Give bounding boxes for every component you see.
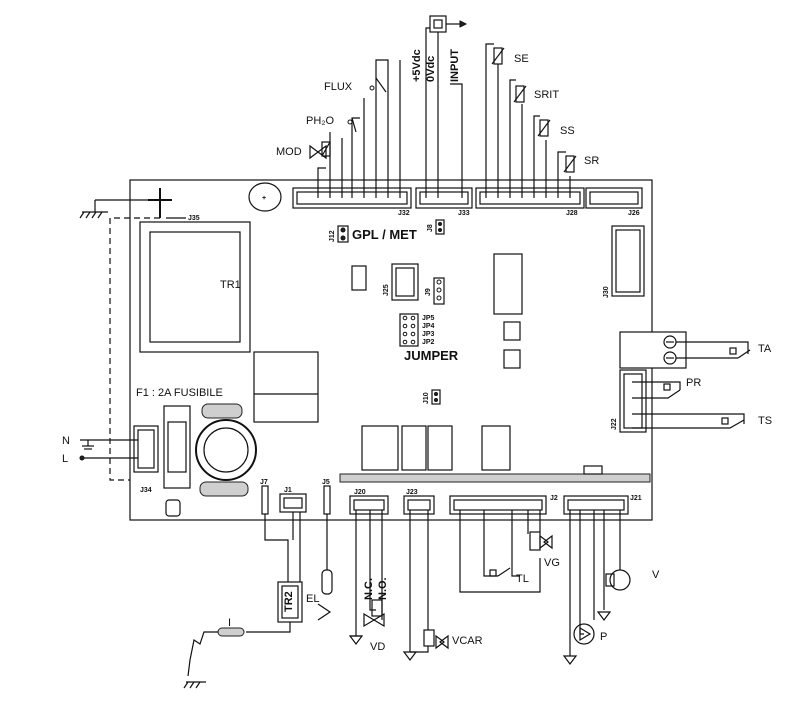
tl-label: TL <box>516 573 529 585</box>
sr-label: SR <box>584 155 599 167</box>
tr1-label: TR1 <box>220 279 241 291</box>
ph2o-label: PH₂O <box>306 115 335 127</box>
l-label: L <box>62 453 68 465</box>
connector-j2: J2 <box>449 495 558 593</box>
jp5-label: JP5 <box>422 315 435 322</box>
connector-j20: J20 <box>348 489 389 645</box>
vg-label: VG <box>544 557 560 569</box>
wires-j28 <box>485 43 577 198</box>
p-label: P <box>600 631 607 643</box>
j32-label: J32 <box>398 210 410 217</box>
chip-main <box>493 253 523 315</box>
connector-j9: J9 <box>425 277 445 305</box>
pr-label: PR <box>686 377 701 389</box>
j5-label: J5 <box>322 479 330 486</box>
earth-symbol-top: J35 <box>79 188 200 222</box>
tr2-label: TR2 <box>283 591 295 612</box>
j34-label: J34 <box>140 487 152 494</box>
connector-j23: J23 <box>402 489 449 661</box>
terminal-ta <box>619 331 751 369</box>
dashed-ground-line <box>109 217 160 481</box>
chip-small-2 <box>503 349 521 369</box>
connector-j7: J7 <box>260 479 269 515</box>
connector-j26: J26 <box>585 187 643 217</box>
jumper-j10: J10 <box>423 389 441 405</box>
ts-label: TS <box>758 415 772 427</box>
capacitor: + <box>248 182 282 212</box>
flux-label: FLUX <box>324 81 353 93</box>
connector-j21: J21 <box>562 495 642 665</box>
ta-label: TA <box>758 343 772 355</box>
jumper-j8: J8 <box>427 219 445 235</box>
relays-bottom <box>339 425 651 483</box>
connector-j33: J33 <box>415 187 473 217</box>
j20-label: J20 <box>354 489 366 496</box>
chip-small-1 <box>503 321 521 341</box>
fuse-f1 <box>163 405 191 489</box>
j22-label: J22 <box>611 418 618 430</box>
j21-label: J21 <box>630 495 642 502</box>
j7-label: J7 <box>260 479 268 486</box>
wires-j33 <box>425 15 468 198</box>
v-label: V <box>652 569 660 581</box>
vcar-label: VCAR <box>452 635 483 647</box>
j28-label: J28 <box>566 210 578 217</box>
wires-tr2 <box>183 512 333 689</box>
j12-label: J12 <box>329 230 336 242</box>
v5-label: +5Vdc <box>411 49 423 82</box>
jumper-j12: J12 <box>329 225 349 243</box>
input-label: INPUT <box>449 49 461 82</box>
j8-label: J8 <box>427 224 434 232</box>
j26-label: J26 <box>628 210 640 217</box>
mod-label: MOD <box>276 146 302 158</box>
ss-label: SS <box>560 125 575 137</box>
j25-label: J25 <box>383 284 390 296</box>
el-label: EL <box>306 593 319 605</box>
i-label: I <box>228 617 231 629</box>
connector-j22: J22 <box>611 369 745 433</box>
relay-block <box>253 351 319 423</box>
no-label: N.O. <box>377 577 389 600</box>
connector-j5: J5 <box>322 479 331 515</box>
j30-label: J30 <box>603 286 610 298</box>
jp3-label: JP3 <box>422 331 435 338</box>
j35-label: J35 <box>188 215 200 222</box>
chip-bottom-left <box>165 499 181 517</box>
j33-label: J33 <box>458 210 470 217</box>
svg-text:+: + <box>262 195 266 202</box>
n-label: N <box>62 435 70 447</box>
jumper-block <box>399 313 419 347</box>
transformer-tr1: TR1 <box>139 221 251 353</box>
nc-label: N.C. <box>363 578 375 600</box>
connector-j1: J1 <box>279 487 307 513</box>
vd-label: VD <box>370 641 385 653</box>
connector-j30: J30 <box>603 225 645 298</box>
coil-filter <box>195 403 257 497</box>
j1-label: J1 <box>284 487 292 494</box>
connector-j25: J25 <box>383 263 419 301</box>
jumper-label: JUMPER <box>404 348 459 363</box>
j23-label: J23 <box>406 489 418 496</box>
chip-u3 <box>351 265 367 291</box>
se-label: SE <box>514 53 529 65</box>
connector-j28: J28 <box>475 187 585 217</box>
jp4-label: JP4 <box>422 323 435 330</box>
j2-label: J2 <box>550 495 558 502</box>
j10-label: J10 <box>423 392 430 404</box>
v0-label: 0Vdc <box>425 56 437 82</box>
srit-label: SRIT <box>534 89 559 101</box>
jp2-label: JP2 <box>422 339 435 346</box>
fuse-label: F1 : 2A FUSIBILE <box>136 387 223 399</box>
gpl-met-label: GPL / MET <box>352 227 417 242</box>
connector-j34: J34 <box>79 425 159 494</box>
j9-label: J9 <box>425 288 432 296</box>
wires-j32 <box>309 59 401 198</box>
